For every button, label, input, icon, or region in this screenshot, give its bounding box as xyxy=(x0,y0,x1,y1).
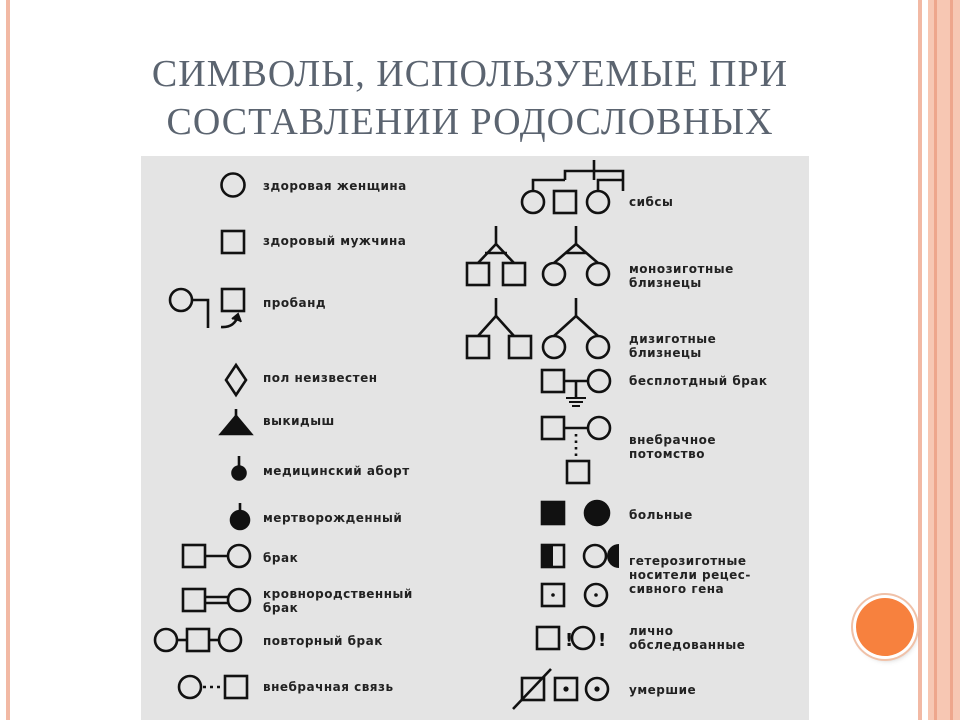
label-medical-abortion: медицинский аборт xyxy=(263,464,410,478)
healthy-woman-symbol xyxy=(220,172,246,198)
recessive-gene-carrier-symbol xyxy=(540,582,609,608)
monozygotic-twins-symbol xyxy=(465,226,611,287)
sex-unknown-symbol xyxy=(224,362,248,398)
consanguineous-marriage-symbol xyxy=(181,587,252,613)
remarriage-symbol xyxy=(153,627,243,653)
slide-title: СИМВОЛЫ, ИСПОЛЬЗУЕМЫЕ ПРИ СОСТАВЛЕНИИ РО… xyxy=(20,50,920,146)
label-personally-examined: лично обследованные xyxy=(629,624,746,652)
examined-mark-2: ! xyxy=(598,630,606,651)
slide-title-line-1: СИМВОЛЫ, ИСПОЛЬЗУЕМЫЕ ПРИ xyxy=(151,53,789,95)
siblings-symbol xyxy=(520,160,625,215)
pedigree-symbols-panel: ! ! здоровая женщина здоровый мужчина пр… xyxy=(141,156,809,720)
label-childless-marriage: бесплотдный брак xyxy=(629,374,768,388)
label-dizygotic-twins: дизиготные близнецы xyxy=(629,332,717,360)
healthy-man-symbol xyxy=(220,229,246,255)
frame-left-stripe xyxy=(6,0,10,720)
label-heterozygous-carriers: гетерозиготные носители рецес- сивного г… xyxy=(629,554,751,596)
extramarital-relationship-symbol xyxy=(177,674,249,700)
marriage-symbol xyxy=(181,543,252,569)
frame-right-stripe xyxy=(918,0,922,720)
label-stillborn: мертворожденный xyxy=(263,511,403,525)
affected-symbol xyxy=(540,499,611,527)
label-siblings: сибсы xyxy=(629,195,674,209)
label-consanguineous-marriage: кровнородственный брак xyxy=(263,587,413,615)
slide-title-line-2: СОСТАВЛЕНИИ РОДОСЛОВНЫХ xyxy=(166,101,774,143)
dizygotic-twins-symbol xyxy=(465,298,611,360)
frame-right-band xyxy=(928,0,960,720)
decorative-orange-circle xyxy=(856,598,914,656)
stillborn-symbol xyxy=(229,503,251,531)
label-healthy-man: здоровый мужчина xyxy=(263,234,407,248)
label-deceased: умершие xyxy=(629,683,697,697)
deceased-symbol xyxy=(512,668,610,710)
label-remarriage: повторный брак xyxy=(263,634,383,648)
label-miscarriage: выкидыш xyxy=(263,414,335,428)
label-monozygotic-twins: монозиготные близнецы xyxy=(629,262,734,290)
label-marriage: брак xyxy=(263,551,299,565)
examined-mark-1: ! xyxy=(565,630,573,651)
miscarriage-symbol xyxy=(218,409,254,436)
label-extramarital-relationship: внебрачная связь xyxy=(263,680,394,694)
label-sex-unknown: пол неизвестен xyxy=(263,371,378,385)
pedigree-symbols-diagram: ! ! xyxy=(153,160,625,710)
heterozygous-carrier-symbol xyxy=(540,543,619,569)
label-extramarital-offspring: внебрачное потомство xyxy=(629,433,717,461)
label-affected: больные xyxy=(629,508,693,522)
extramarital-offspring-symbol xyxy=(540,415,612,485)
label-proband: пробанд xyxy=(263,296,327,310)
label-healthy-woman: здоровая женщина xyxy=(263,179,407,193)
childless-marriage-symbol xyxy=(540,368,612,407)
medical-abortion-symbol xyxy=(231,456,247,481)
personally-examined-symbol: ! ! xyxy=(535,625,606,651)
proband-symbol xyxy=(168,287,246,329)
